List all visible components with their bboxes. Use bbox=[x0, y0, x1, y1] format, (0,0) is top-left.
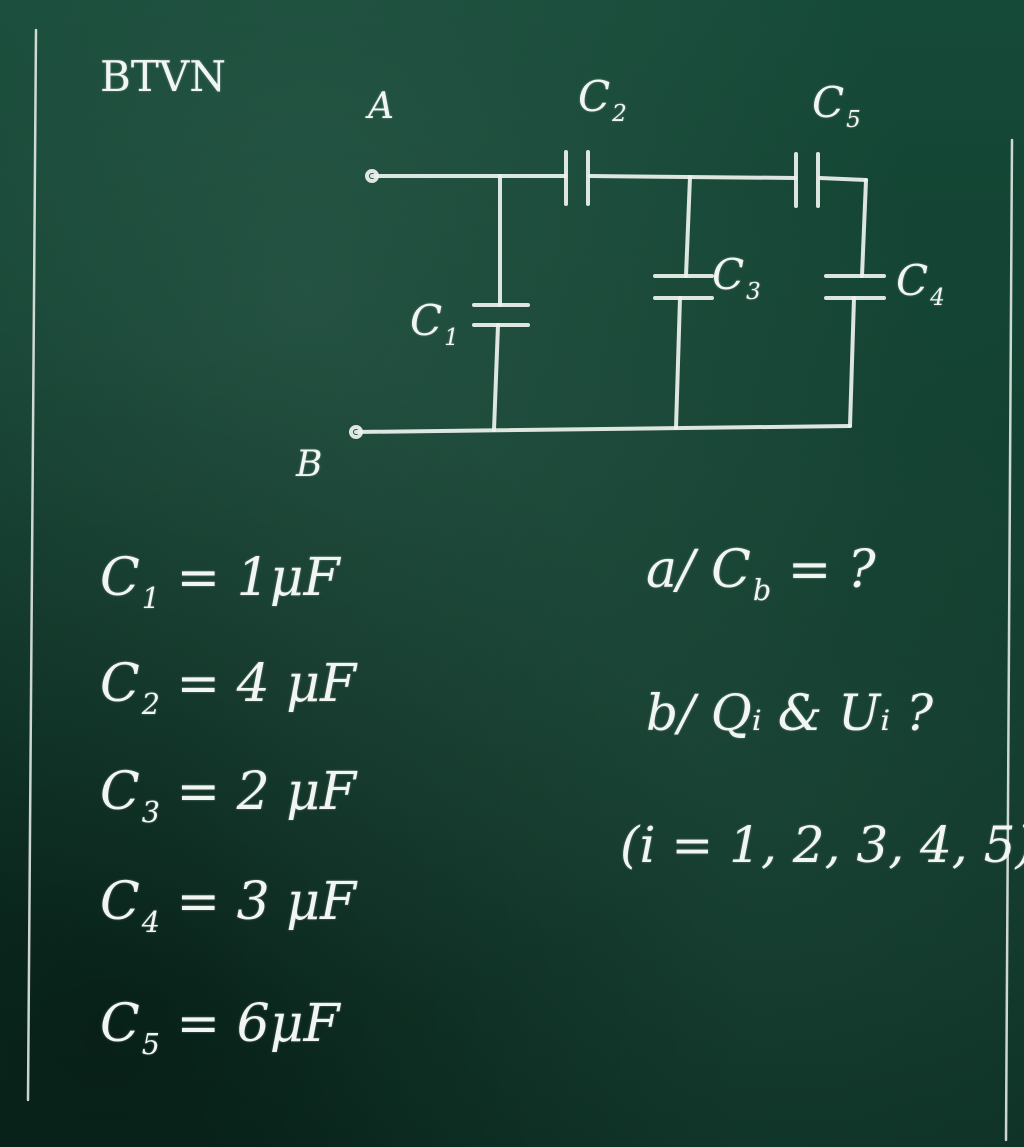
given-c3: C3 = 2 μF bbox=[100, 762, 357, 829]
question-b: b/ Qᵢ & Uᵢ ? bbox=[646, 684, 934, 742]
terminal-a bbox=[365, 169, 379, 183]
bottom-wire bbox=[354, 424, 852, 434]
capacitor-c2 bbox=[564, 150, 590, 206]
page-title: BTVN bbox=[100, 52, 226, 101]
given-c4: C4 = 3 μF bbox=[100, 872, 357, 939]
c4-label: C4 bbox=[896, 256, 945, 312]
given-c1: C1 = 1μF bbox=[100, 548, 340, 615]
top-wire bbox=[370, 174, 868, 182]
question-a: a/ Cb = ? bbox=[646, 540, 876, 607]
node-b-label: B bbox=[296, 444, 323, 485]
c3-label: C3 bbox=[712, 250, 761, 306]
given-c5: C5 = 6μF bbox=[100, 994, 340, 1061]
terminal-b bbox=[349, 425, 363, 439]
capacitor-c5 bbox=[794, 152, 820, 208]
node-a-label: A bbox=[368, 86, 394, 127]
index-range: (i = 1, 2, 3, 4, 5) bbox=[620, 816, 1024, 874]
c2-label: C2 bbox=[578, 72, 627, 128]
capacitor-c1 bbox=[472, 174, 530, 432]
capacitor-c3 bbox=[653, 175, 714, 430]
capacitor-c4 bbox=[824, 178, 886, 428]
c5-label: C5 bbox=[812, 78, 861, 134]
given-c2: C2 = 4 μF bbox=[100, 654, 357, 721]
c1-label: C1 bbox=[410, 296, 459, 352]
